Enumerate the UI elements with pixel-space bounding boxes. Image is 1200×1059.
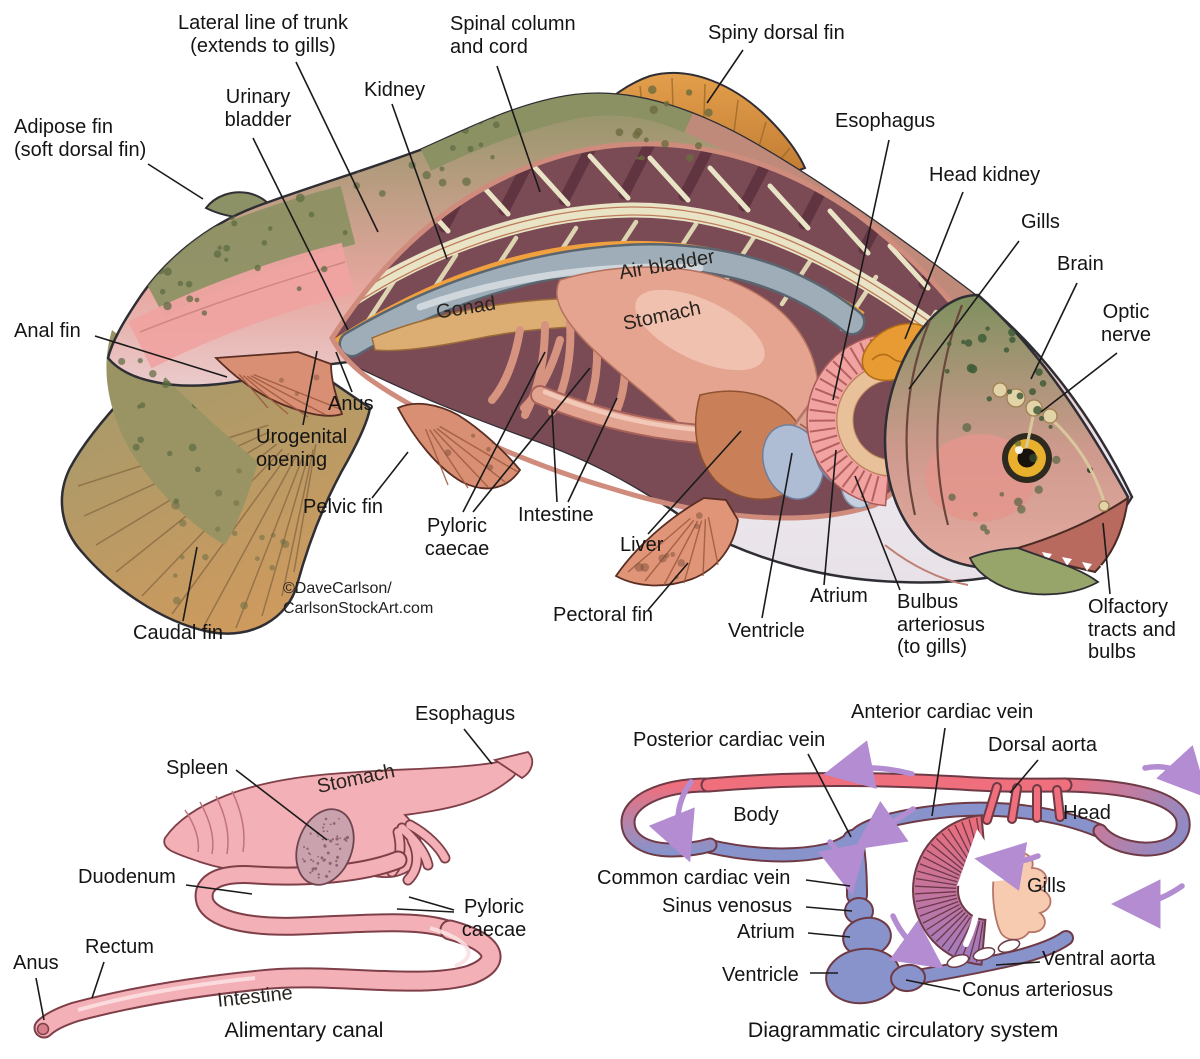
label-pelvic-fin: Pelvic fin bbox=[303, 496, 384, 518]
label-anterior-cardiac-vein: Anterior cardiac vein bbox=[851, 701, 1034, 723]
label-liver: Liver bbox=[620, 534, 664, 556]
head-loop bbox=[1059, 779, 1189, 855]
label-spinal-column: Spinal column and cord bbox=[450, 13, 576, 58]
gill-arch bbox=[806, 333, 891, 507]
alimentary-leader-lines bbox=[35, 728, 493, 1021]
label-al-duodenum: Duodenum bbox=[78, 866, 176, 888]
label-conus-arteriosus: Conus arteriosus bbox=[962, 979, 1114, 1001]
label-ventral-aorta: Ventral aorta bbox=[1042, 948, 1156, 970]
label-body: Body bbox=[733, 804, 779, 826]
label-pyloric-caecae: Pyloric caecae bbox=[424, 515, 490, 560]
label-urogenital-opening: Urogenital opening bbox=[256, 426, 348, 471]
label-atrium: Atrium bbox=[810, 585, 868, 607]
label-lateral-line: Lateral line of trunk (extends to gills) bbox=[177, 12, 349, 57]
circulatory-leader-lines bbox=[805, 727, 1041, 992]
label-optic-nerve: Optic nerve bbox=[1100, 301, 1152, 346]
spinal-column-shape bbox=[343, 202, 963, 352]
label-dorsal-aorta: Dorsal aorta bbox=[988, 734, 1097, 756]
label-gills: Gills bbox=[1021, 211, 1060, 233]
circulatory-title: Diagrammatic circulatory system bbox=[747, 1018, 1059, 1042]
label-c-ventricle: Ventricle bbox=[722, 964, 799, 986]
label-al-rectum: Rectum bbox=[85, 936, 154, 958]
label-bulbus-arteriosus: Bulbus arteriosus (to gills) bbox=[897, 591, 985, 659]
label-posterior-cardiac-vein: Posterior cardiac vein bbox=[633, 729, 826, 751]
dorsal-aorta-shape bbox=[702, 774, 1071, 791]
label-ventricle: Ventricle bbox=[728, 620, 805, 642]
label-pectoral-fin: Pectoral fin bbox=[553, 604, 654, 626]
label-anus: Anus bbox=[328, 393, 374, 415]
label-esophagus: Esophagus bbox=[835, 110, 936, 132]
eye bbox=[1002, 433, 1052, 483]
label-common-cardiac-vein: Common cardiac vein bbox=[597, 867, 791, 889]
label-urinary-bladder: Urinary bladder bbox=[224, 86, 292, 131]
heart-chambers bbox=[825, 897, 926, 1005]
fish-leader-lines bbox=[94, 49, 1118, 622]
label-c-atrium: Atrium bbox=[737, 921, 795, 943]
alimentary-organs bbox=[33, 751, 534, 1039]
lower-jaw bbox=[968, 547, 1100, 596]
gill-slots bbox=[946, 939, 1021, 968]
al-anus-shape bbox=[36, 1022, 50, 1036]
flow-arrows bbox=[648, 740, 1200, 969]
label-kidney: Kidney bbox=[364, 79, 426, 101]
artist-credit: ©DaveCarlson/ CarlsonStockArt.com bbox=[283, 580, 434, 617]
common-cardiac-vein-shape bbox=[844, 831, 866, 904]
label-al-pyloric-caecae: Pyloric caecae bbox=[461, 896, 527, 941]
label-c-gills: Gills bbox=[1027, 875, 1066, 897]
label-caudal-fin: Caudal fin bbox=[133, 622, 224, 644]
label-al-spleen: Spleen bbox=[166, 757, 229, 779]
label-anal-fin: Anal fin bbox=[14, 320, 81, 342]
fish-anatomy-illustration bbox=[60, 49, 1134, 635]
al-intestine-shape bbox=[35, 921, 500, 1037]
label-adipose-fin: Adipose fin (soft dorsal fin) bbox=[14, 116, 147, 161]
label-spiny-dorsal-fin: Spiny dorsal fin bbox=[708, 22, 845, 44]
label-al-anus: Anus bbox=[13, 952, 59, 974]
label-sinus-venosus: Sinus venosus bbox=[662, 895, 793, 917]
label-olfactory: Olfactory tracts and bulbs bbox=[1088, 596, 1176, 664]
alimentary-canal-illustration bbox=[33, 728, 534, 1039]
body-cavity bbox=[332, 143, 985, 519]
label-head: Head bbox=[1063, 802, 1111, 824]
al-esophagus-shape bbox=[492, 751, 534, 780]
alimentary-title: Alimentary canal bbox=[224, 1018, 384, 1042]
label-head-kidney: Head kidney bbox=[929, 164, 1041, 186]
circulatory-diagram-illustration bbox=[620, 727, 1200, 1005]
label-brain: Brain bbox=[1057, 253, 1104, 275]
label-al-esophagus: Esophagus bbox=[415, 703, 516, 725]
label-intestine: Intestine bbox=[518, 504, 594, 526]
